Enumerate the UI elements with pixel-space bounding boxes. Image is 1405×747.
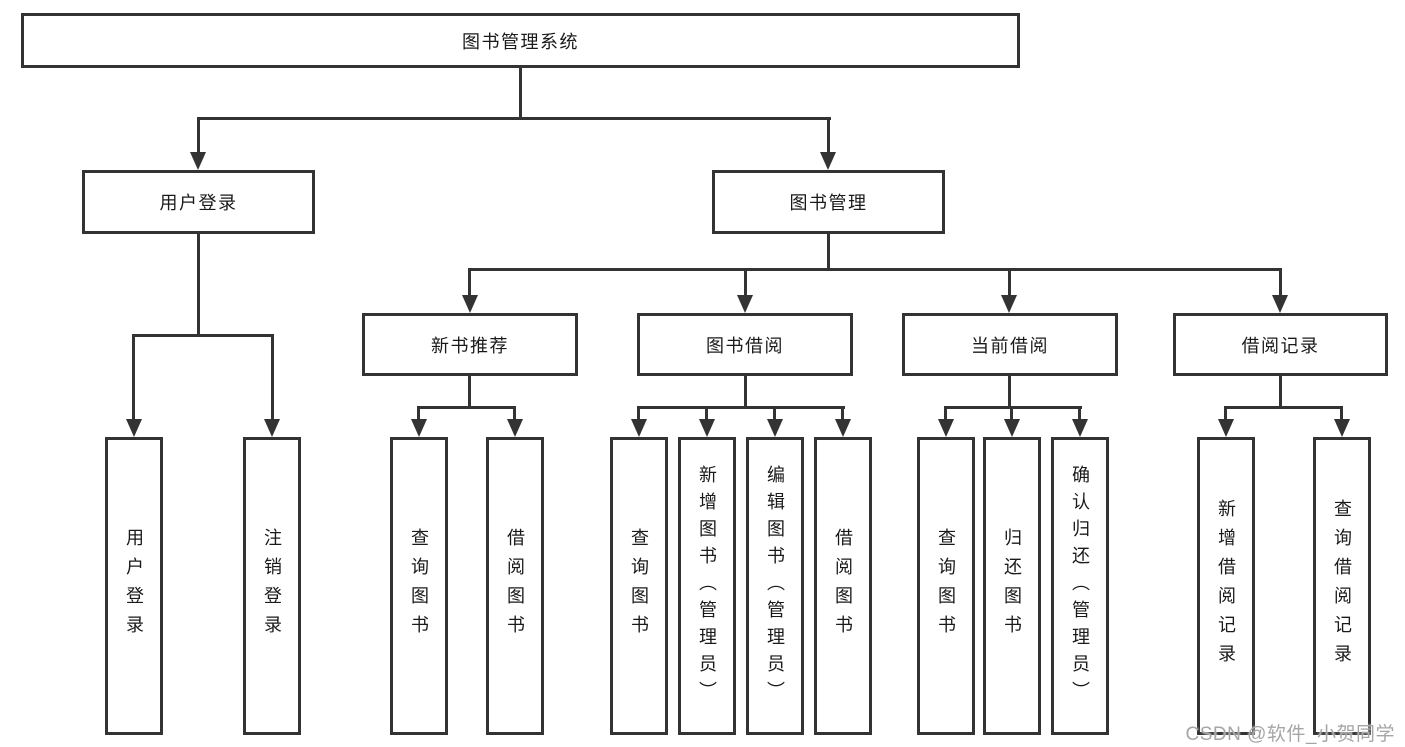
node-section-book-borrow: 图书借阅 xyxy=(637,313,853,376)
leaf-logout: 注销登录 xyxy=(243,437,301,735)
leaf-label: 确认归还（管理员） xyxy=(1070,464,1090,708)
leaf-label: 查询借阅记录 xyxy=(1332,499,1352,673)
node-root: 图书管理系统 xyxy=(21,13,1020,68)
leaf-label: 编辑图书（管理员） xyxy=(765,464,785,708)
arrow-down-icon xyxy=(835,419,851,437)
leaf-query-books-borrow: 查询图书 xyxy=(610,437,668,735)
arrow-down-icon xyxy=(737,295,753,313)
connector-line xyxy=(132,334,135,422)
node-user-login: 用户登录 xyxy=(82,170,315,234)
leaf-label: 新增图书（管理员） xyxy=(697,464,717,708)
leaf-edit-book-admin: 编辑图书（管理员） xyxy=(746,437,804,735)
arrow-down-icon xyxy=(507,419,523,437)
arrow-down-icon xyxy=(411,419,427,437)
connector-line xyxy=(468,268,1281,271)
connector-line xyxy=(944,406,947,422)
connector-line xyxy=(468,268,471,298)
arrow-down-icon xyxy=(631,419,647,437)
arrow-down-icon xyxy=(699,419,715,437)
arrow-down-icon xyxy=(1272,295,1288,313)
watermark: CSDN @软件_小贺同学 xyxy=(1185,724,1395,745)
node-book-mgmt-label: 图书管理 xyxy=(789,193,868,213)
leaf-add-borrow-record: 新增借阅记录 xyxy=(1197,437,1255,735)
connector-line xyxy=(1008,268,1011,298)
arrow-down-icon xyxy=(1004,419,1020,437)
leaf-label: 注销登录 xyxy=(262,528,282,644)
connector-line xyxy=(1008,376,1011,408)
leaf-label: 查询图书 xyxy=(629,528,649,644)
leaf-borrow-books-newbooks: 借阅图书 xyxy=(486,437,544,735)
connector-line xyxy=(637,406,845,409)
connector-line xyxy=(1010,406,1013,422)
arrow-down-icon xyxy=(264,419,280,437)
leaf-label: 借阅图书 xyxy=(505,528,525,644)
connector-line xyxy=(1078,406,1081,422)
section-label: 图书借阅 xyxy=(706,335,784,356)
connector-line xyxy=(519,68,522,119)
section-label: 借阅记录 xyxy=(1241,335,1320,356)
connector-line xyxy=(1224,406,1343,409)
connector-line xyxy=(197,234,200,336)
connector-line xyxy=(637,406,640,422)
connector-line xyxy=(513,406,516,422)
leaf-label: 借阅图书 xyxy=(833,528,853,644)
node-book-mgmt: 图书管理 xyxy=(712,170,945,234)
connector-line xyxy=(827,234,830,271)
arrow-down-icon xyxy=(126,419,142,437)
leaf-label: 查询图书 xyxy=(409,528,429,644)
connector-line xyxy=(773,406,776,422)
arrow-down-icon xyxy=(190,152,206,170)
connector-line xyxy=(1340,406,1343,422)
arrow-down-icon xyxy=(938,419,954,437)
connector-line xyxy=(744,268,747,298)
leaf-return-book: 归还图书 xyxy=(983,437,1041,735)
connector-line xyxy=(197,117,200,155)
connector-line xyxy=(1224,406,1227,422)
leaf-borrow-books-borrow: 借阅图书 xyxy=(814,437,872,735)
arrow-down-icon xyxy=(820,152,836,170)
connector-line xyxy=(1279,268,1282,298)
connector-line xyxy=(197,117,831,120)
connector-line xyxy=(417,406,516,409)
leaf-label: 新增借阅记录 xyxy=(1216,499,1236,673)
leaf-label: 用户登录 xyxy=(124,528,144,644)
node-root-label: 图书管理系统 xyxy=(462,31,579,52)
arrow-down-icon xyxy=(1001,295,1017,313)
section-label: 当前借阅 xyxy=(971,335,1049,356)
leaf-query-books-current: 查询图书 xyxy=(917,437,975,735)
node-section-current-borrow: 当前借阅 xyxy=(902,313,1118,376)
connector-line xyxy=(744,376,747,408)
arrow-down-icon xyxy=(462,295,478,313)
connector-line xyxy=(827,117,830,155)
leaf-query-borrow-record: 查询借阅记录 xyxy=(1313,437,1371,735)
leaf-add-book-admin: 新增图书（管理员） xyxy=(678,437,736,735)
connector-line xyxy=(468,376,471,408)
arrow-down-icon xyxy=(767,419,783,437)
leaf-user-login: 用户登录 xyxy=(105,437,163,735)
arrow-down-icon xyxy=(1072,419,1088,437)
connector-line xyxy=(705,406,708,422)
arrow-down-icon xyxy=(1334,419,1350,437)
connector-line xyxy=(132,334,274,337)
node-section-borrow-records: 借阅记录 xyxy=(1173,313,1388,376)
leaf-label: 查询图书 xyxy=(936,528,956,644)
connector-line xyxy=(944,406,1082,409)
node-section-new-books: 新书推荐 xyxy=(362,313,578,376)
connector-line xyxy=(841,406,844,422)
connector-line xyxy=(1279,376,1282,408)
section-label: 新书推荐 xyxy=(431,335,509,356)
leaf-label: 归还图书 xyxy=(1002,528,1022,644)
leaf-confirm-return-admin: 确认归还（管理员） xyxy=(1051,437,1109,735)
node-user-login-label: 用户登录 xyxy=(159,193,238,213)
arrow-down-icon xyxy=(1218,419,1234,437)
connector-line xyxy=(417,406,420,422)
leaf-query-books-newbooks: 查询图书 xyxy=(390,437,448,735)
connector-line xyxy=(271,334,274,422)
